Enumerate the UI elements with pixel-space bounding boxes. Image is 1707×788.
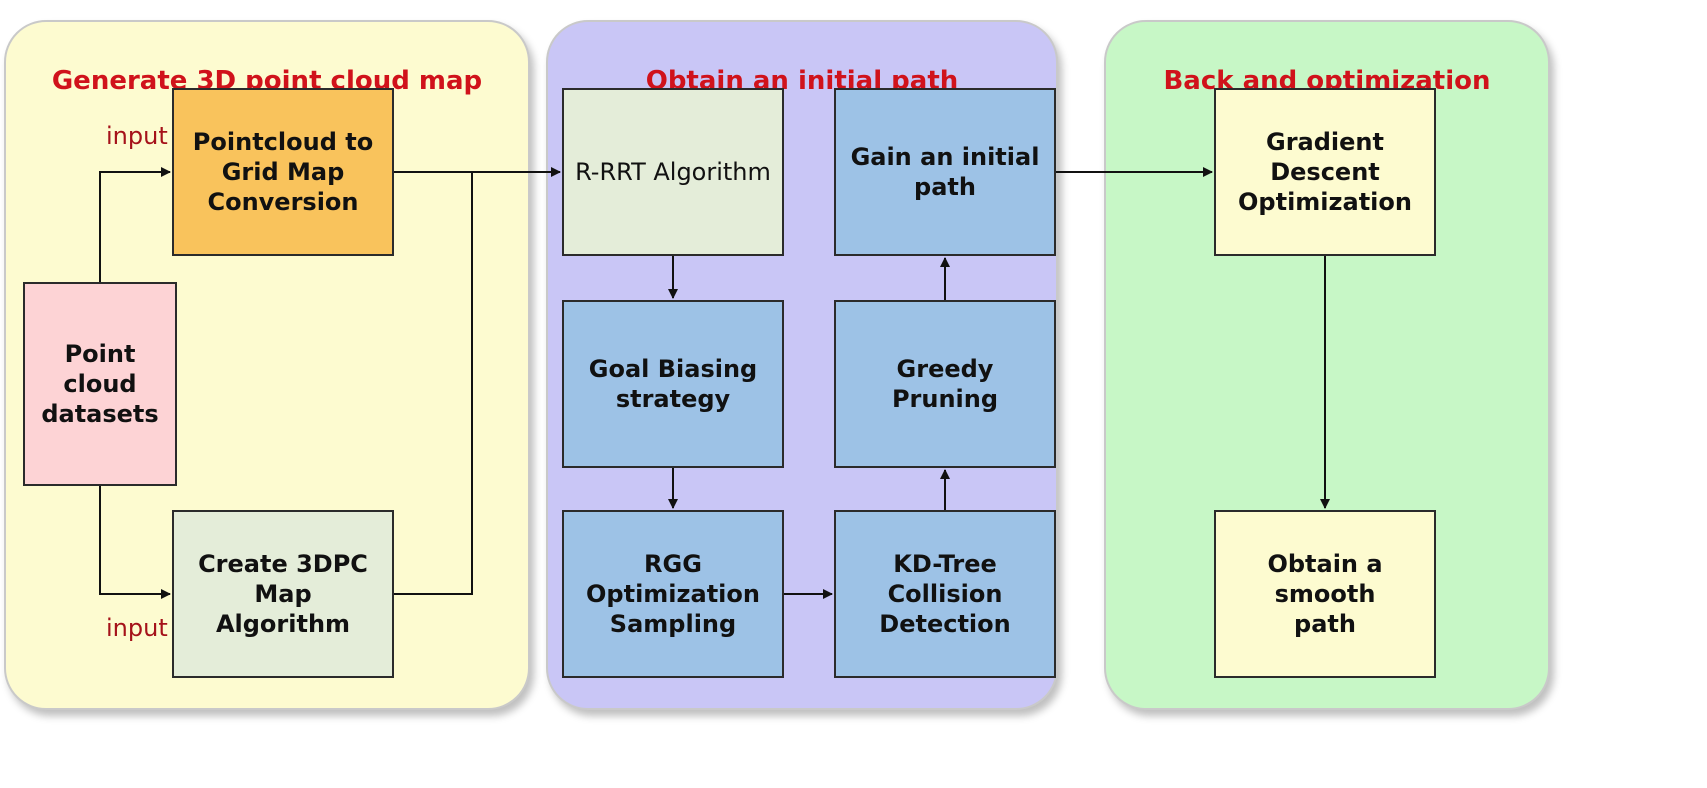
line-3dpc-to-merge — [394, 172, 473, 595]
gradient-descent-box: Gradient Descent Optimization — [1214, 88, 1436, 256]
rgg-optimization-box: RGG Optimization Sampling — [562, 510, 784, 678]
r-rrt-algorithm-box: R-RRT Algorithm — [562, 88, 784, 256]
create-3dpc-box: Create 3DPC Map Algorithm — [172, 510, 394, 678]
kd-tree-collision-box: KD-Tree Collision Detection — [834, 510, 1056, 678]
arrow-datasets-to-grid — [99, 167, 171, 282]
pointcloud-grid-conversion-box: Pointcloud to Grid Map Conversion — [172, 88, 394, 256]
goal-biasing-box: Goal Biasing strategy — [562, 300, 784, 468]
gain-initial-path-box: Gain an initial path — [834, 88, 1056, 256]
obtain-smooth-path-box: Obtain a smooth path — [1214, 510, 1436, 678]
arrow-datasets-to-3dpc — [99, 486, 171, 599]
input-label-bottom: input — [106, 614, 168, 642]
greedy-pruning-box: Greedy Pruning — [834, 300, 1056, 468]
input-label-top: input — [106, 122, 168, 150]
point-cloud-datasets-box: Point cloud datasets — [23, 282, 177, 486]
